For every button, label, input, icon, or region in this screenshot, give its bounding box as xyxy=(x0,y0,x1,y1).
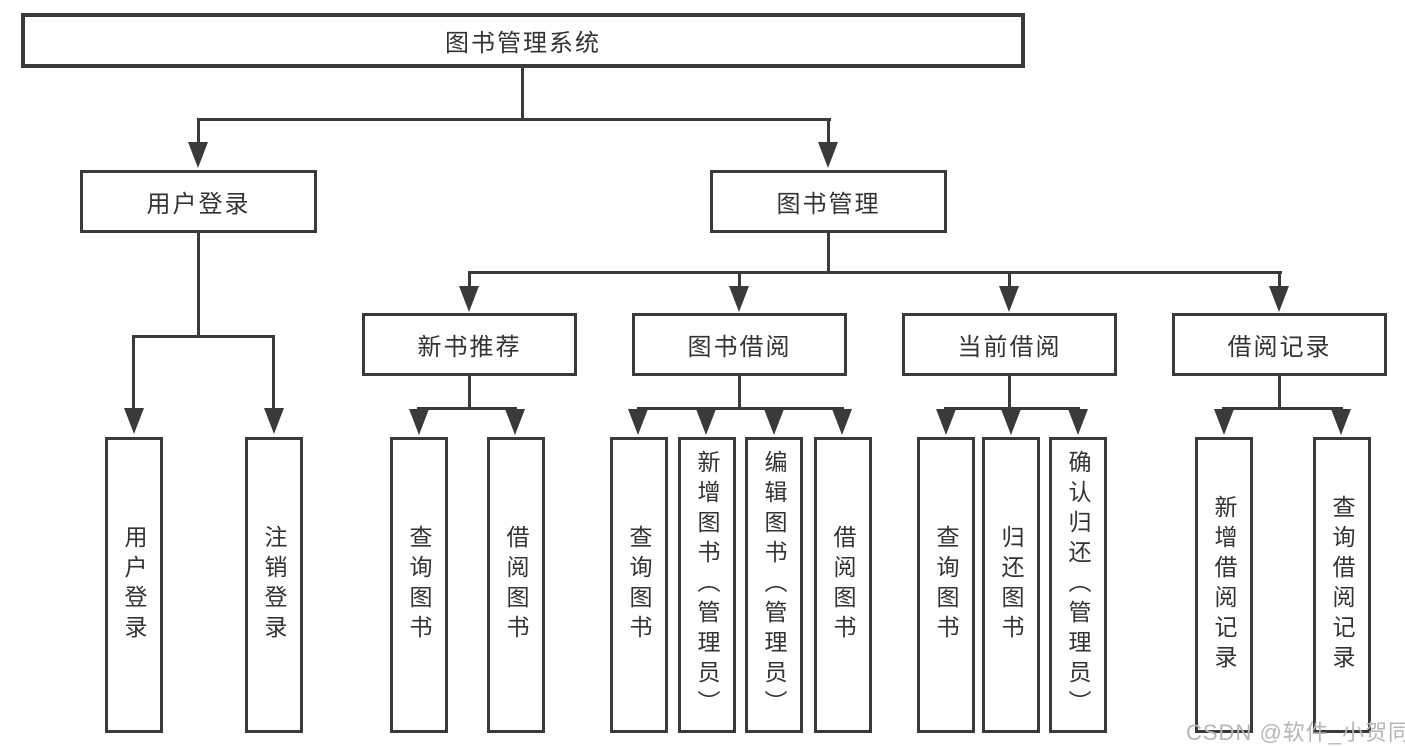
connector-root-drop-line xyxy=(521,68,524,121)
connector-new-book-drop-line xyxy=(468,376,471,410)
arrowhead-to-user-login xyxy=(188,142,208,168)
arrowhead-to-query-books-3 xyxy=(936,409,956,435)
connector-book-mgmt-stub-4 xyxy=(1278,271,1281,288)
arrowhead-to-leaf-user-login xyxy=(124,408,144,434)
leaf-borrow-books-1: 借阅图书 xyxy=(487,437,545,733)
connector-book-mgmt-drop-line xyxy=(827,233,830,274)
connector-book-mgmt-stub-1 xyxy=(468,271,471,288)
connector-root-branch-line xyxy=(197,118,831,121)
arrowhead-to-leaf-logout xyxy=(264,408,284,434)
connector-user-login-right-stub xyxy=(272,335,275,410)
leaf-user-login: 用户登录 xyxy=(105,437,163,733)
connector-borrow-records-branch-line xyxy=(1222,407,1343,410)
node-book-borrow: 图书借阅 xyxy=(632,313,847,376)
arrowhead-to-new-book-recommend xyxy=(459,286,479,312)
connector-book-mgmt-stub-2 xyxy=(738,271,741,288)
csdn-watermark: CSDN @软件_小贺同学 xyxy=(1186,720,1405,745)
connector-user-login-left-stub xyxy=(132,335,135,410)
connector-book-mgmt-branch-line xyxy=(468,271,1282,274)
leaf-logout: 注销登录 xyxy=(245,437,303,733)
connector-current-borrow-branch-line xyxy=(944,407,1080,410)
leaf-confirm-return-admin: 确认归还（管理员） xyxy=(1049,437,1107,733)
connector-current-borrow-drop-line xyxy=(1008,376,1011,410)
leaf-return-book: 归还图书 xyxy=(982,437,1040,733)
arrowhead-to-confirm-return xyxy=(1068,409,1088,435)
connector-new-book-branch-line xyxy=(417,407,517,410)
node-new-book-recommend: 新书推荐 xyxy=(362,313,577,376)
leaf-query-borrow-record: 查询借阅记录 xyxy=(1313,437,1371,733)
node-root-library-system: 图书管理系统 xyxy=(21,13,1025,68)
arrowhead-to-return-book xyxy=(1001,409,1021,435)
arrowhead-to-borrow-records xyxy=(1269,286,1289,312)
arrowhead-to-query-borrow-record xyxy=(1331,409,1351,435)
arrowhead-to-borrow-books-2 xyxy=(832,409,852,435)
arrowhead-to-book-management xyxy=(818,142,838,168)
connector-book-borrow-drop-line xyxy=(738,376,741,410)
leaf-query-books-3: 查询图书 xyxy=(917,437,975,733)
connector-book-borrow-branch-line xyxy=(637,407,844,410)
node-borrow-records: 借阅记录 xyxy=(1172,313,1387,376)
connector-root-right-stub xyxy=(827,118,830,146)
arrowhead-to-edit-book xyxy=(764,409,784,435)
arrowhead-to-book-borrow xyxy=(729,286,749,312)
arrowhead-to-add-book xyxy=(696,409,716,435)
leaf-edit-book-admin: 编辑图书（管理员） xyxy=(745,437,803,733)
leaf-query-books-1: 查询图书 xyxy=(390,437,448,733)
arrowhead-to-query-books-1 xyxy=(409,409,429,435)
leaf-add-borrow-record: 新增借阅记录 xyxy=(1195,437,1253,733)
connector-user-login-branch-line xyxy=(133,335,275,338)
arrowhead-to-add-borrow-record xyxy=(1214,409,1234,435)
leaf-borrow-books-2: 借阅图书 xyxy=(814,437,872,733)
node-book-management: 图书管理 xyxy=(710,170,947,233)
leaf-add-book-admin: 新增图书（管理员） xyxy=(678,437,736,733)
connector-root-left-stub xyxy=(197,118,200,146)
connector-borrow-records-drop-line xyxy=(1278,376,1281,410)
node-current-borrow: 当前借阅 xyxy=(902,313,1117,376)
leaf-query-books-2: 查询图书 xyxy=(610,437,668,733)
node-user-login: 用户登录 xyxy=(80,170,317,233)
arrowhead-to-current-borrow xyxy=(999,286,1019,312)
arrowhead-to-borrow-books-1 xyxy=(505,409,525,435)
arrowhead-to-query-books-2 xyxy=(628,409,648,435)
connector-book-mgmt-stub-3 xyxy=(1008,271,1011,288)
connector-user-login-drop-line xyxy=(197,233,200,338)
